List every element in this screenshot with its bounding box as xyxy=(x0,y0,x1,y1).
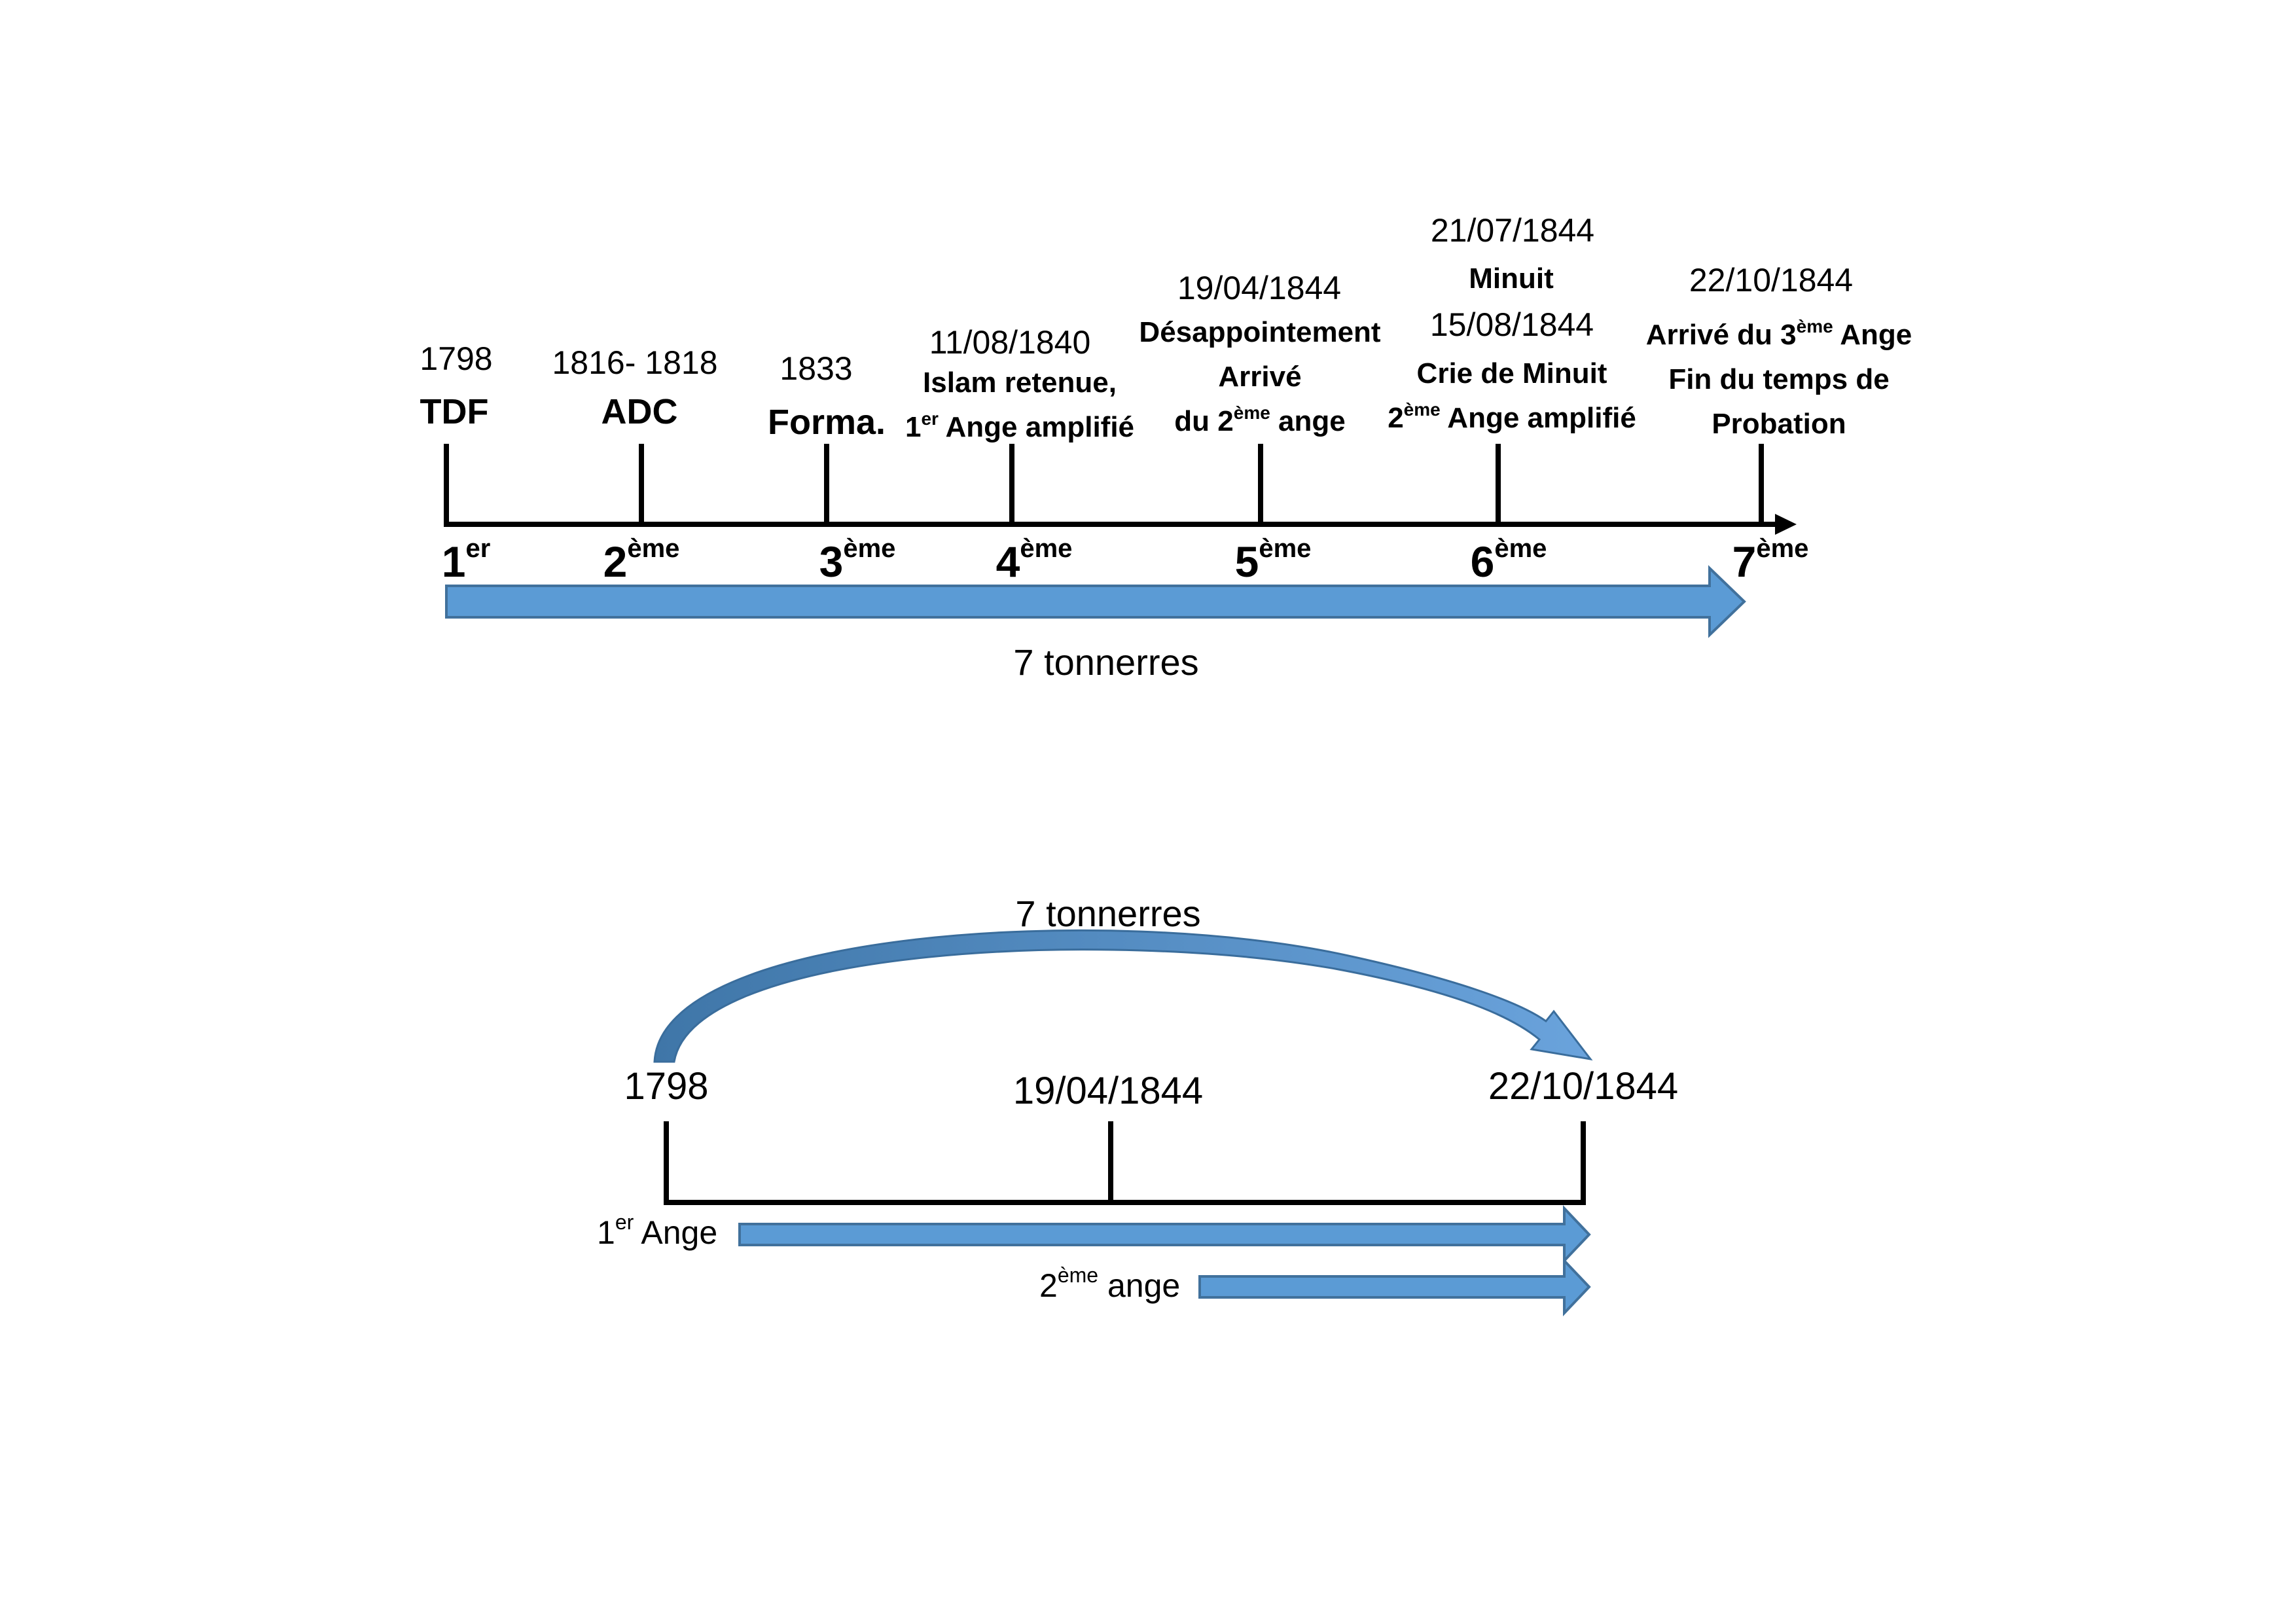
event-7-date: 22/10/1844 xyxy=(1689,262,1854,298)
bottom-date-22-10-1844: 22/10/1844 xyxy=(1488,1065,1679,1108)
second-angel-label: 2ème ange xyxy=(1039,1263,1181,1304)
ordinal-2: 2ème xyxy=(603,534,680,586)
ordinal-1: 1er xyxy=(441,534,491,586)
event-3-code: Forma. xyxy=(767,403,886,442)
ordinal-5: 5ème xyxy=(1234,534,1312,586)
ordinal-4: 4ème xyxy=(996,534,1073,586)
event-2-code: ADC xyxy=(601,392,678,431)
bottom-date-19-04-1844: 19/04/1844 xyxy=(1013,1070,1204,1112)
second-angel-arrow xyxy=(1198,1257,1591,1317)
seven-thunders-arrow xyxy=(445,565,1746,638)
event-7-desc: Arrivé du 3ème Ange Fin du temps de Prob… xyxy=(1645,316,1912,441)
ordinal-3: 3ème xyxy=(819,534,896,586)
first-angel-arrow xyxy=(738,1204,1591,1265)
ordinal-7: 7ème xyxy=(1732,534,1809,586)
first-angel-label: 1er Ange xyxy=(597,1210,718,1251)
event-4-desc: Islam retenue, 1er Ange amplifié xyxy=(905,367,1135,443)
event-5-desc: Désappointement Arrivé du 2ème ange xyxy=(1139,316,1381,437)
top-axis-arrowhead xyxy=(1775,514,1797,535)
event-6-desc2: Crie de Minuit 2ème Ange amplifié xyxy=(1388,357,1636,434)
top-arrow-label: 7 tonnerres xyxy=(1013,641,1199,683)
bottom-date-1798: 1798 xyxy=(624,1065,709,1108)
event-1-year: 1798 xyxy=(420,340,493,377)
event-3-year: 1833 xyxy=(780,350,853,387)
event-6-date: 21/07/1844 xyxy=(1430,212,1595,249)
event-4-date: 11/08/1840 xyxy=(929,324,1091,361)
seven-thunders-arc xyxy=(653,929,1593,1063)
event-2-year: 1816- 1818 xyxy=(552,344,718,381)
event-6-date2: 15/08/1844 xyxy=(1429,306,1594,343)
event-5-date: 19/04/1844 xyxy=(1177,270,1342,306)
arc-label: 7 tonnerres xyxy=(1015,893,1201,934)
ordinal-6: 6ème xyxy=(1470,534,1547,586)
event-1-code: TDF xyxy=(420,392,489,431)
event-6-desc: Minuit xyxy=(1469,262,1554,295)
